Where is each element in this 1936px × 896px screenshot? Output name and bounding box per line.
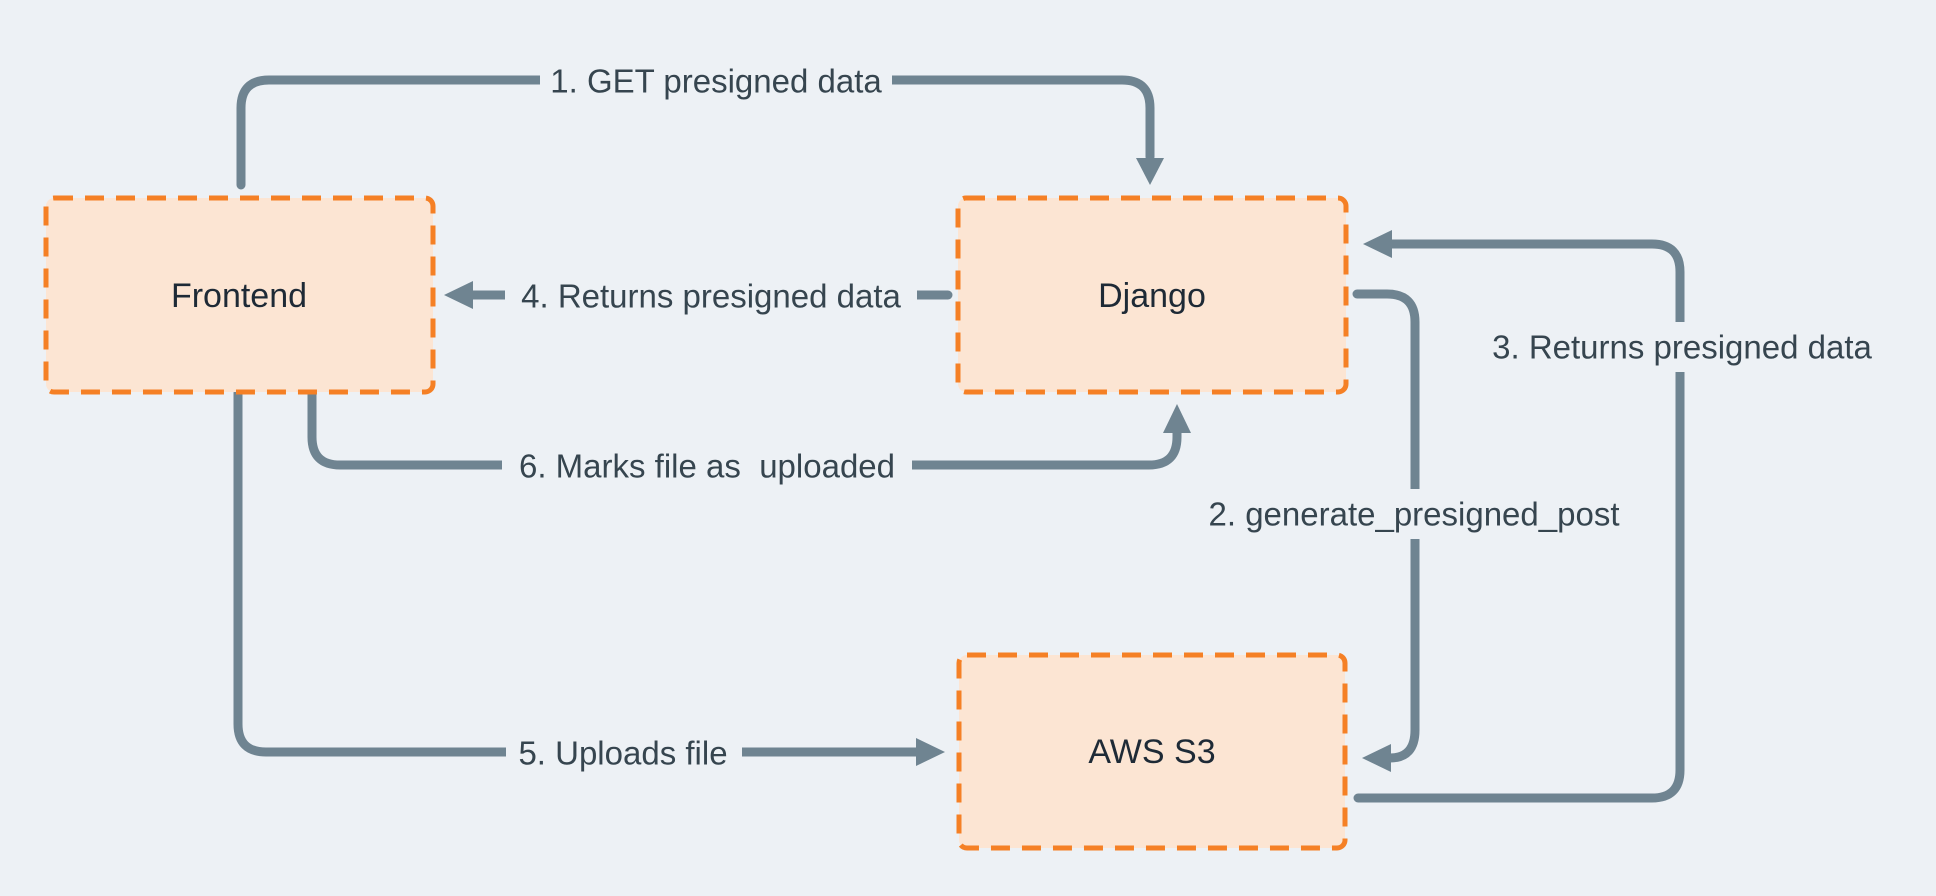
node-aws-s3-box <box>956 652 1348 851</box>
edge-1-get-presigned-data: 1. GET presigned data <box>236 58 1164 190</box>
edge-5-uploads-file: 5. Uploads file <box>233 388 945 775</box>
node-frontend-box <box>43 195 436 395</box>
edge-4-returns-presigned-data: 4. Returns presigned data <box>444 273 953 318</box>
edge-2-arrowhead-icon <box>1362 744 1391 772</box>
node-django-label: Django <box>1098 277 1206 315</box>
edge-1-label: 1. GET presigned data <box>550 63 882 100</box>
edge-2-generate-presigned-post: 2. generate_presigned_post <box>1196 289 1632 772</box>
edge-4-arrowhead-icon <box>444 281 473 309</box>
edge-5-arrowhead-icon <box>916 738 945 766</box>
edge-6-label-bg <box>502 443 912 488</box>
edge-1-label-bg <box>540 58 892 103</box>
edge-2-label-bg <box>1196 489 1632 539</box>
node-aws-s3: AWS S3 <box>956 652 1348 851</box>
edge-2-label: 2. generate_presigned_post <box>1209 496 1620 533</box>
edge-3-line <box>1353 239 1685 803</box>
node-frontend-label: Frontend <box>171 277 307 315</box>
edge-4-label: 4. Returns presigned data <box>521 278 901 315</box>
edge-2-line <box>1352 289 1420 763</box>
edge-3-label-bg <box>1474 322 1894 372</box>
node-django-box <box>955 195 1349 395</box>
node-django: Django <box>955 195 1349 395</box>
edge-5-label-bg <box>506 730 742 775</box>
edge-5-line <box>233 388 921 757</box>
edge-4-label-bg <box>505 273 917 318</box>
edge-3-arrowhead-icon <box>1363 230 1392 258</box>
edge-6-arrowhead-icon <box>1163 404 1191 433</box>
edge-6-label: 6. Marks file as uploaded <box>519 448 895 485</box>
edge-1-arrowhead-icon <box>1136 158 1164 185</box>
node-frontend: Frontend <box>43 195 436 395</box>
node-aws-s3-label: AWS S3 <box>1088 733 1215 771</box>
edge-6-marks-file-uploaded: 6. Marks file as uploaded <box>307 388 1191 488</box>
edge-3-label: 3. Returns presigned data <box>1492 329 1872 366</box>
edge-5-label: 5. Uploads file <box>518 735 727 772</box>
edge-3-returns-presigned-data: 3. Returns presigned data <box>1353 230 1894 803</box>
